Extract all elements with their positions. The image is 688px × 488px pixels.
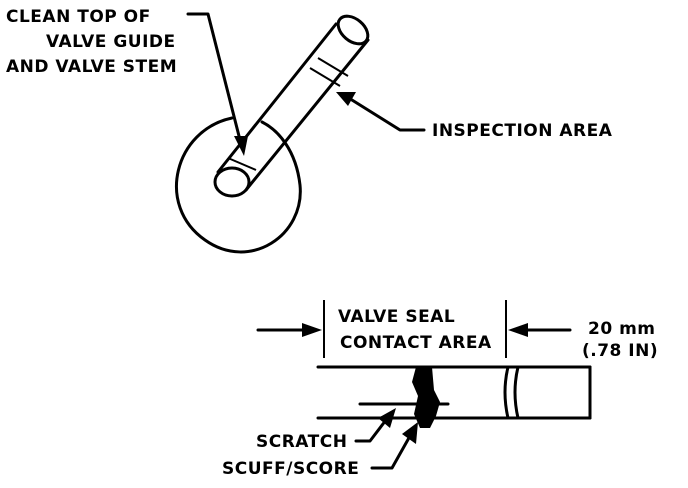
- dimension-label-line1: 20 mm: [588, 319, 656, 339]
- clean-top-callout: CLEAN TOP OF VALVE GUIDE AND VALVE STEM: [6, 7, 248, 156]
- scuff-arrow-head: [402, 422, 418, 444]
- seal-label-line2: CONTACT AREA: [340, 333, 492, 353]
- valve-stem-side-view: VALVE SEAL CONTACT AREA 20 mm (.78 IN): [256, 300, 658, 428]
- stem-guide-collar: [227, 157, 257, 171]
- stem-groove-upper: [317, 57, 349, 77]
- clean-leader-line: [186, 12, 242, 142]
- dim-arrow-right-head: [508, 323, 528, 337]
- stem-bottom-end: [213, 166, 251, 198]
- scratch-label: SCRATCH: [256, 432, 347, 452]
- stem-edge-left: [216, 22, 338, 174]
- clean-label-line3: AND VALVE STEM: [6, 57, 177, 77]
- stem-groove-right: [513, 365, 520, 420]
- stem-top-end: [336, 14, 370, 46]
- inspection-label: INSPECTION AREA: [432, 121, 613, 141]
- scratch-leader-line: [354, 418, 388, 443]
- scuff-score-mark: [412, 367, 440, 428]
- stem-groove-lower: [309, 67, 341, 87]
- seal-label-line1: VALVE SEAL: [338, 307, 455, 327]
- inspection-callout: INSPECTION AREA: [336, 92, 613, 141]
- inspection-leader-line: [350, 98, 426, 132]
- defect-callouts: SCRATCH SCUFF/SCORE: [222, 408, 418, 479]
- scuff-leader-line: [370, 434, 412, 470]
- clean-arrow-head: [234, 136, 248, 156]
- scratch-arrow-head: [378, 408, 396, 428]
- dim-arrow-left-head: [302, 323, 322, 337]
- stem-edge-right: [244, 38, 370, 192]
- inspection-arrow-head: [336, 92, 356, 106]
- scuff-label: SCUFF/SCORE: [222, 459, 359, 479]
- valve-guide-disc: [174, 116, 302, 254]
- dimension-label-line2: (.78 IN): [582, 341, 658, 361]
- valve-assembly-top-view: [174, 14, 370, 254]
- clean-label-line2: VALVE GUIDE: [46, 32, 176, 52]
- stem-groove-left: [503, 365, 510, 420]
- clean-label-line1: CLEAN TOP OF: [6, 7, 151, 27]
